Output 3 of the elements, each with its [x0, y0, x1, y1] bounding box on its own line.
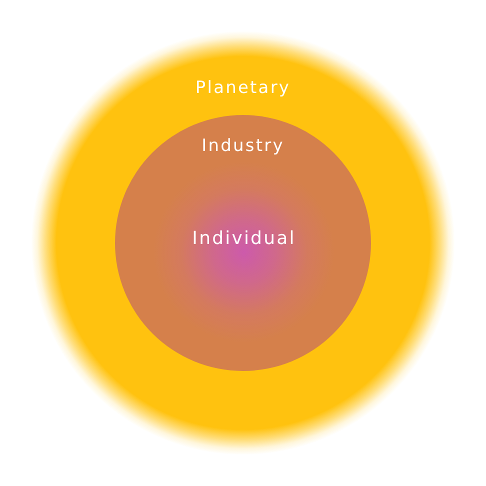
circle-label: Planetary [195, 78, 291, 98]
circle-label: Industry [202, 136, 284, 156]
circle-label: Individual [192, 229, 296, 249]
